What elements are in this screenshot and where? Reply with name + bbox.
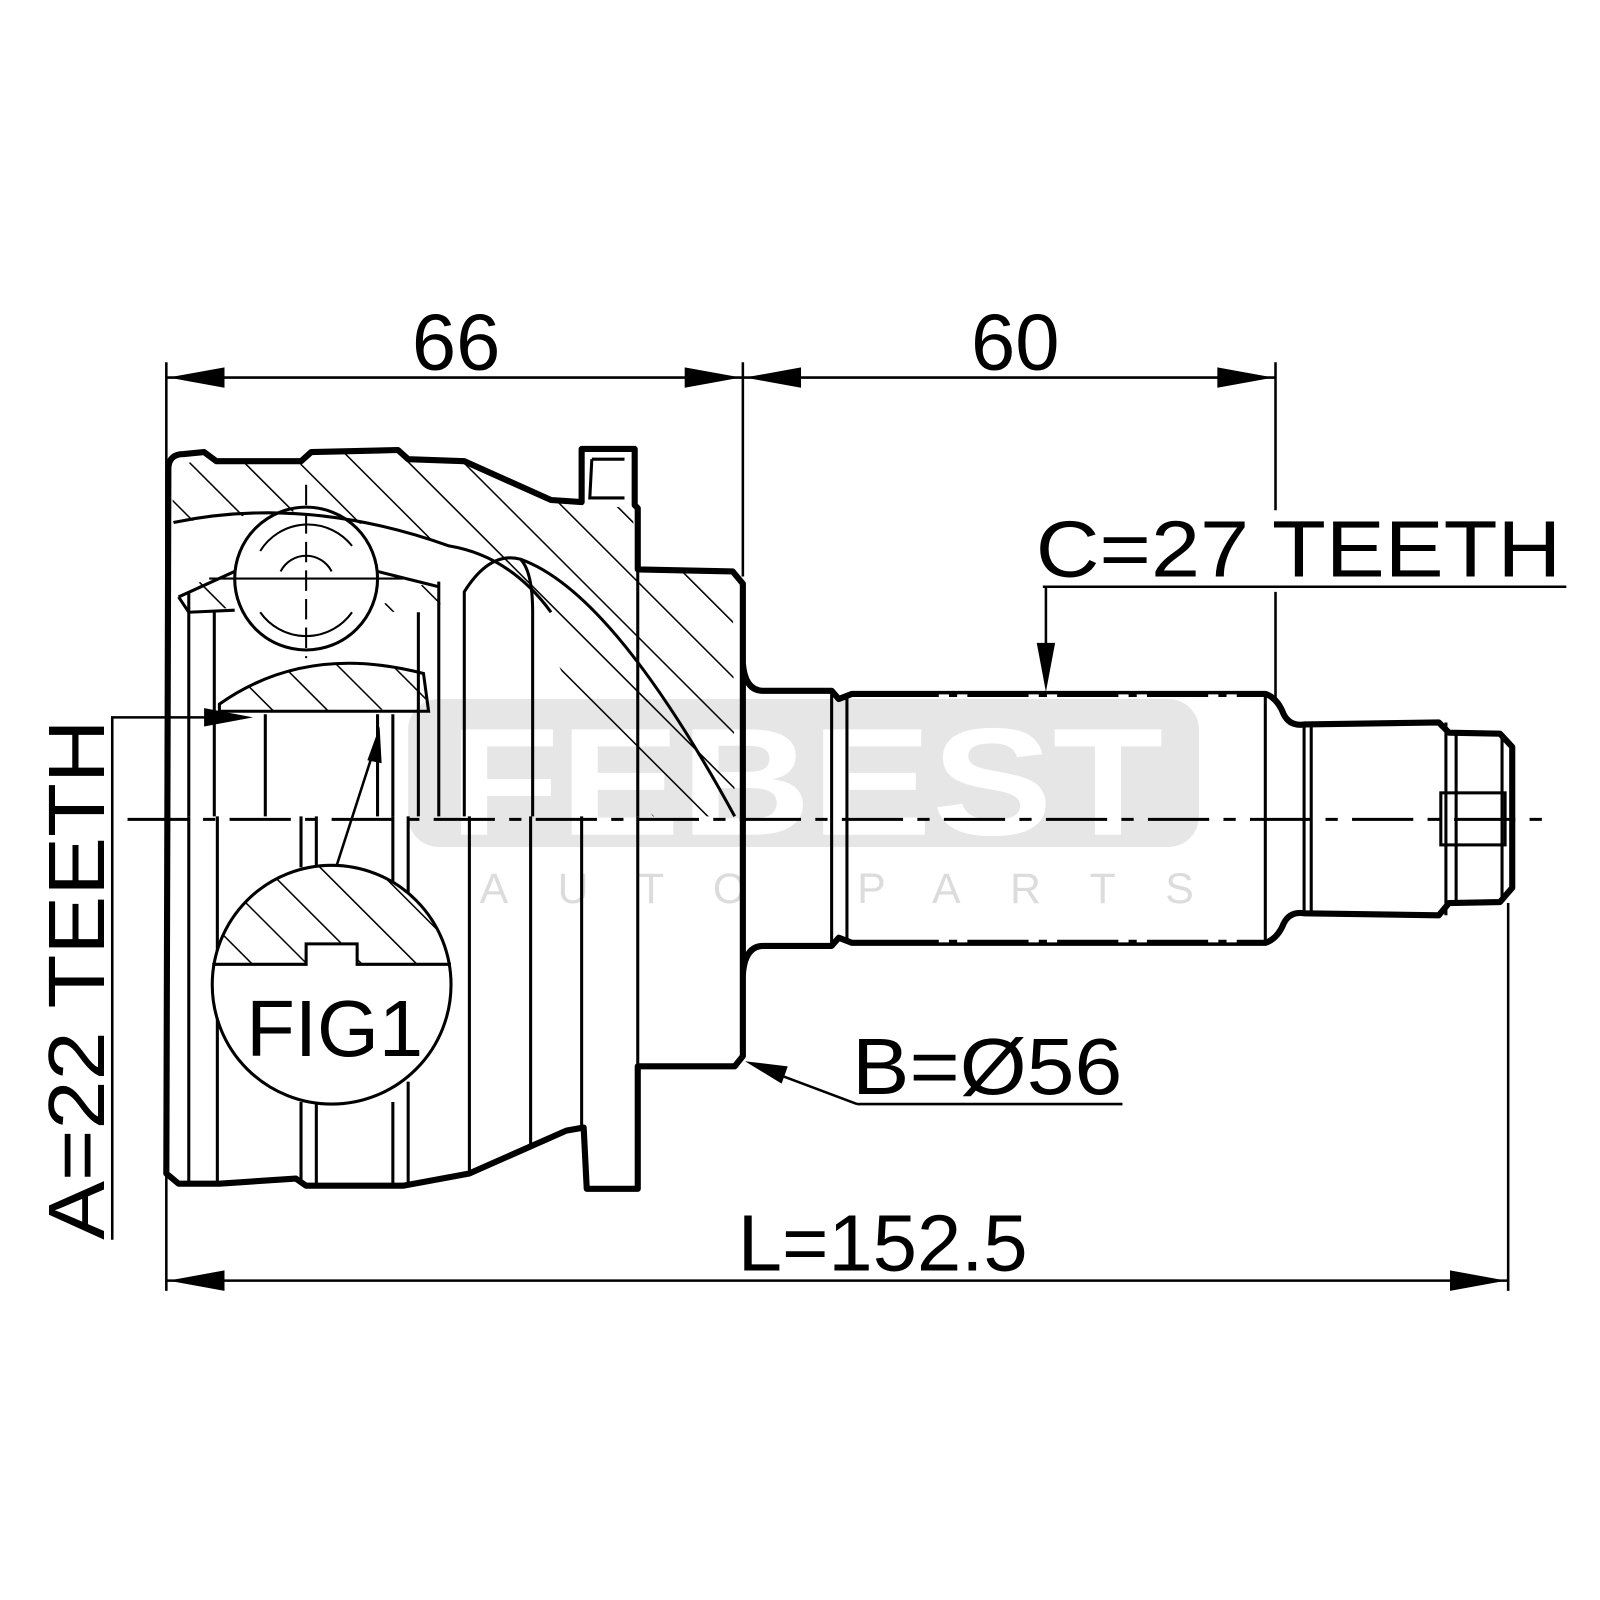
watermark: FEBEST AUTO PARTS bbox=[408, 697, 1199, 913]
watermark-tagline: AUTO PARTS bbox=[480, 865, 1194, 913]
spline-c-callout: C=27 TEETH bbox=[1036, 505, 1567, 692]
section-hatching bbox=[171, 452, 735, 817]
dimension-overall-length: L=152.5 bbox=[166, 903, 1510, 1291]
spline-c-label: C=27 TEETH bbox=[1036, 505, 1562, 594]
spline-a-label: A=22 TEETH bbox=[32, 719, 121, 1239]
diameter-b-callout: B=Ø56 bbox=[744, 1022, 1123, 1111]
fig1-label: FIG1 bbox=[246, 984, 423, 1073]
outer-housing bbox=[163, 445, 746, 1192]
dimension-60: 60 bbox=[742, 297, 1277, 699]
dimension-66: 66 bbox=[165, 297, 745, 1291]
watermark-brand: FEBEST bbox=[449, 697, 1163, 868]
fig1-detail: FIG1 bbox=[210, 726, 453, 1106]
dimension-66-label: 66 bbox=[412, 297, 501, 386]
diameter-b-label: B=Ø56 bbox=[852, 1022, 1122, 1111]
overall-length-label: L=152.5 bbox=[738, 1198, 1028, 1287]
dimension-60-label: 60 bbox=[971, 297, 1060, 386]
spline-a-callout: A=22 TEETH bbox=[32, 708, 254, 1240]
